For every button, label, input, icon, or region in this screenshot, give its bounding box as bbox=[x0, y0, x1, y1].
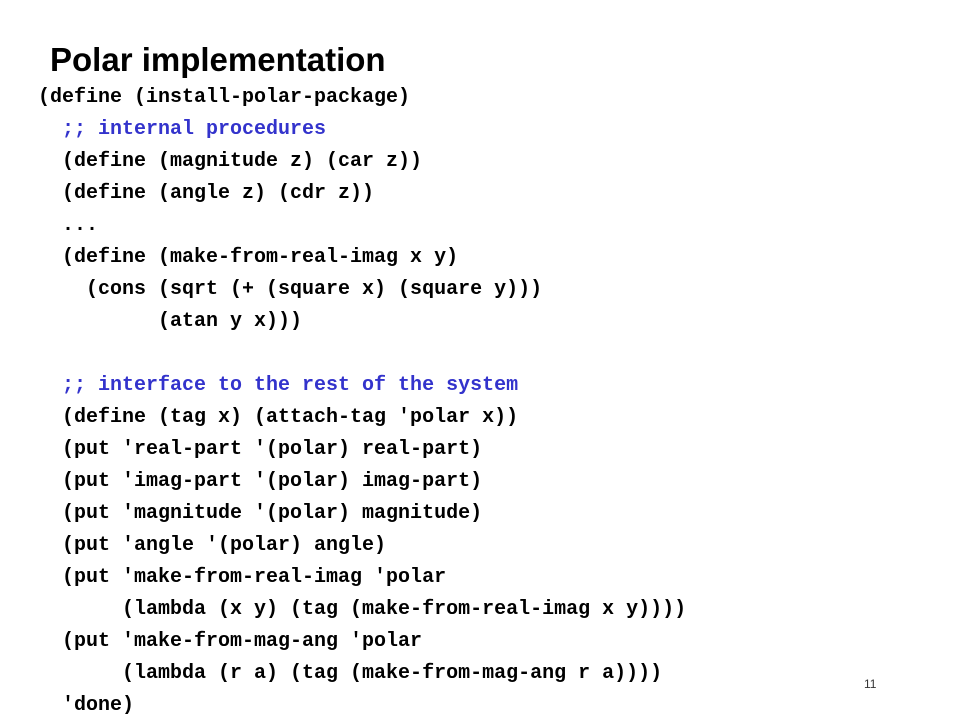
code-line: (define (tag x) (attach-tag 'polar x)) bbox=[38, 406, 519, 429]
code-line: (put 'make-from-mag-ang 'polar bbox=[38, 630, 423, 653]
code-line: (define (angle z) (cdr z)) bbox=[38, 182, 375, 205]
code-line: (put 'magnitude '(polar) magnitude) bbox=[38, 502, 483, 525]
code-line: (define (install-polar-package) bbox=[38, 86, 411, 109]
page-number: 11 bbox=[864, 677, 877, 691]
code-line: (put 'imag-part '(polar) imag-part) bbox=[38, 470, 483, 493]
code-line: (put 'make-from-real-imag 'polar bbox=[38, 566, 447, 589]
code-line: (define (make-from-real-imag x y) bbox=[38, 246, 459, 269]
code-block: (define (install-polar-package) ;; inter… bbox=[38, 82, 686, 722]
code-comment-line: ;; interface to the rest of the system bbox=[38, 374, 519, 397]
code-line: ... bbox=[38, 214, 99, 237]
code-line: (cons (sqrt (+ (square x) (square y))) bbox=[38, 278, 543, 301]
code-line: (lambda (x y) (tag (make-from-real-imag … bbox=[38, 598, 687, 621]
code-line: (put 'angle '(polar) angle) bbox=[38, 534, 387, 557]
slide-title: Polar implementation bbox=[50, 41, 386, 78]
code-line: (define (magnitude z) (car z)) bbox=[38, 150, 423, 173]
code-line: 'done) bbox=[38, 694, 135, 717]
code-line: (atan y x))) bbox=[38, 310, 303, 333]
code-line bbox=[38, 338, 686, 370]
code-comment-line: ;; internal procedures bbox=[38, 118, 327, 141]
code-line: (lambda (r a) (tag (make-from-mag-ang r … bbox=[38, 662, 663, 685]
code-line: (put 'real-part '(polar) real-part) bbox=[38, 438, 483, 461]
